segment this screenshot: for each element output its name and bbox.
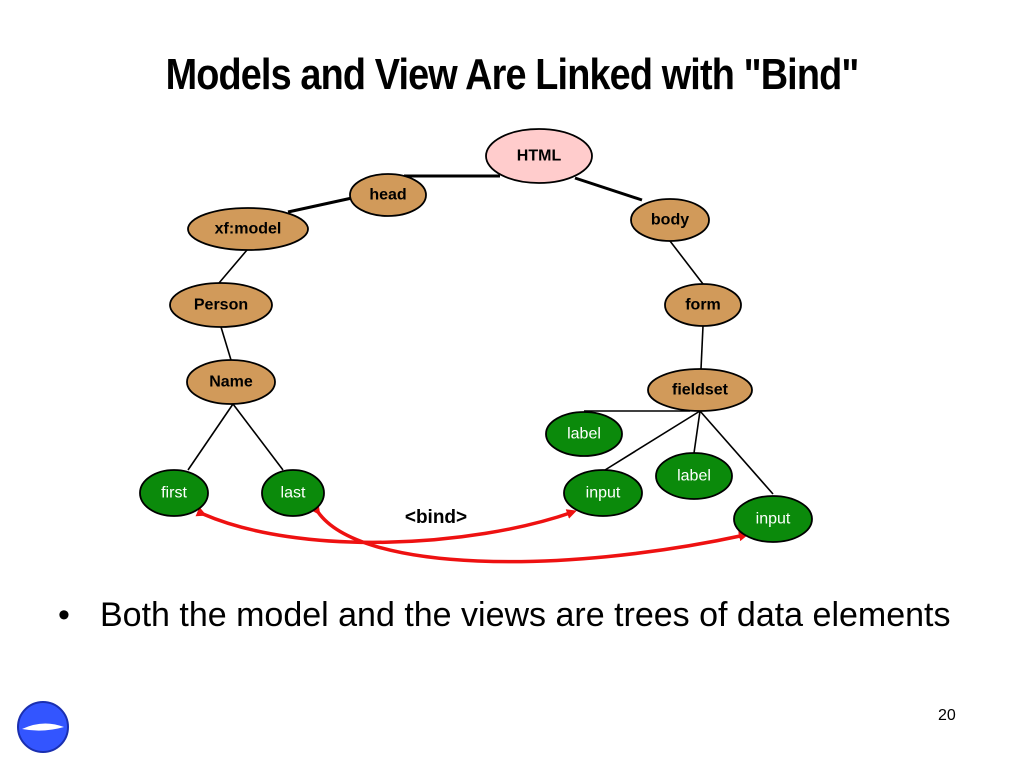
- slide-title: Models and View Are Linked with "Bind": [165, 50, 860, 99]
- node-label-name: Name: [209, 374, 253, 391]
- node-shape-label1: [545, 411, 623, 457]
- node-xfmodel: xf:model: [187, 207, 309, 251]
- page-number: 20: [938, 707, 956, 724]
- node-name: Name: [186, 359, 276, 405]
- node-label-label1: label: [567, 426, 601, 443]
- node-label-person: Person: [194, 297, 248, 314]
- node-shape-body: [630, 198, 710, 242]
- edge-form-fieldset: [700, 325, 704, 370]
- bullet-dot: •: [58, 596, 70, 634]
- node-shape-head: [349, 173, 427, 217]
- edge-person-name: [220, 326, 232, 361]
- node-label-xfmodel: xf:model: [215, 221, 282, 238]
- edge-body-form: [669, 240, 704, 285]
- circle-logo-icon: [17, 701, 69, 753]
- node-label-html: HTML: [517, 148, 562, 165]
- node-shape-name: [186, 359, 276, 405]
- node-html: HTML: [485, 128, 593, 184]
- node-shape-input1: [563, 469, 643, 517]
- edge-html-body: [574, 176, 643, 202]
- node-fieldset: fieldset: [647, 368, 753, 412]
- bind-arrow-first-input1: [195, 507, 577, 545]
- edge-xfmodel-person: [218, 249, 248, 284]
- node-label-head: head: [369, 187, 406, 204]
- node-shape-xfmodel: [187, 207, 309, 251]
- node-head: head: [349, 173, 427, 217]
- node-shape-input2: [733, 495, 813, 543]
- node-shape-html: [485, 128, 593, 184]
- node-last: last: [261, 469, 325, 517]
- node-label1: label: [545, 411, 623, 457]
- node-shape-last: [261, 469, 325, 517]
- node-label-body: body: [651, 212, 689, 229]
- node-input2: input: [733, 495, 813, 543]
- bind-arrows: [195, 504, 749, 564]
- node-form: form: [664, 283, 742, 327]
- edge-fieldset-input1: [604, 410, 701, 471]
- node-first: first: [139, 469, 209, 517]
- node-label2: label: [655, 452, 733, 500]
- edge-fieldset-input2: [699, 410, 774, 495]
- node-input1: input: [563, 469, 643, 517]
- node-label-last: last: [281, 485, 306, 502]
- node-label-input2: input: [756, 511, 791, 528]
- node-shape-fieldset: [647, 368, 753, 412]
- node-shape-person: [169, 282, 273, 328]
- bind-arrow-last-input2: [310, 504, 749, 564]
- tree-edges: [187, 174, 774, 495]
- edge-name-first: [187, 403, 234, 471]
- edge-fieldset-label2: [693, 410, 701, 454]
- node-shape-first: [139, 469, 209, 517]
- node-person: Person: [169, 282, 273, 328]
- node-shape-form: [664, 283, 742, 327]
- node-shape-label2: [655, 452, 733, 500]
- node-label-label2: label: [677, 468, 711, 485]
- node-label-fieldset: fieldset: [672, 382, 729, 399]
- node-label-input1: input: [586, 485, 621, 502]
- edge-name-last: [232, 403, 284, 471]
- node-label-first: first: [161, 485, 187, 502]
- edge-head-xfmodel: [287, 196, 353, 214]
- node-body: body: [630, 198, 710, 242]
- node-label-form: form: [685, 297, 721, 314]
- bullet-text: Both the model and the views are trees o…: [100, 596, 951, 634]
- bind-label: <bind>: [405, 507, 467, 528]
